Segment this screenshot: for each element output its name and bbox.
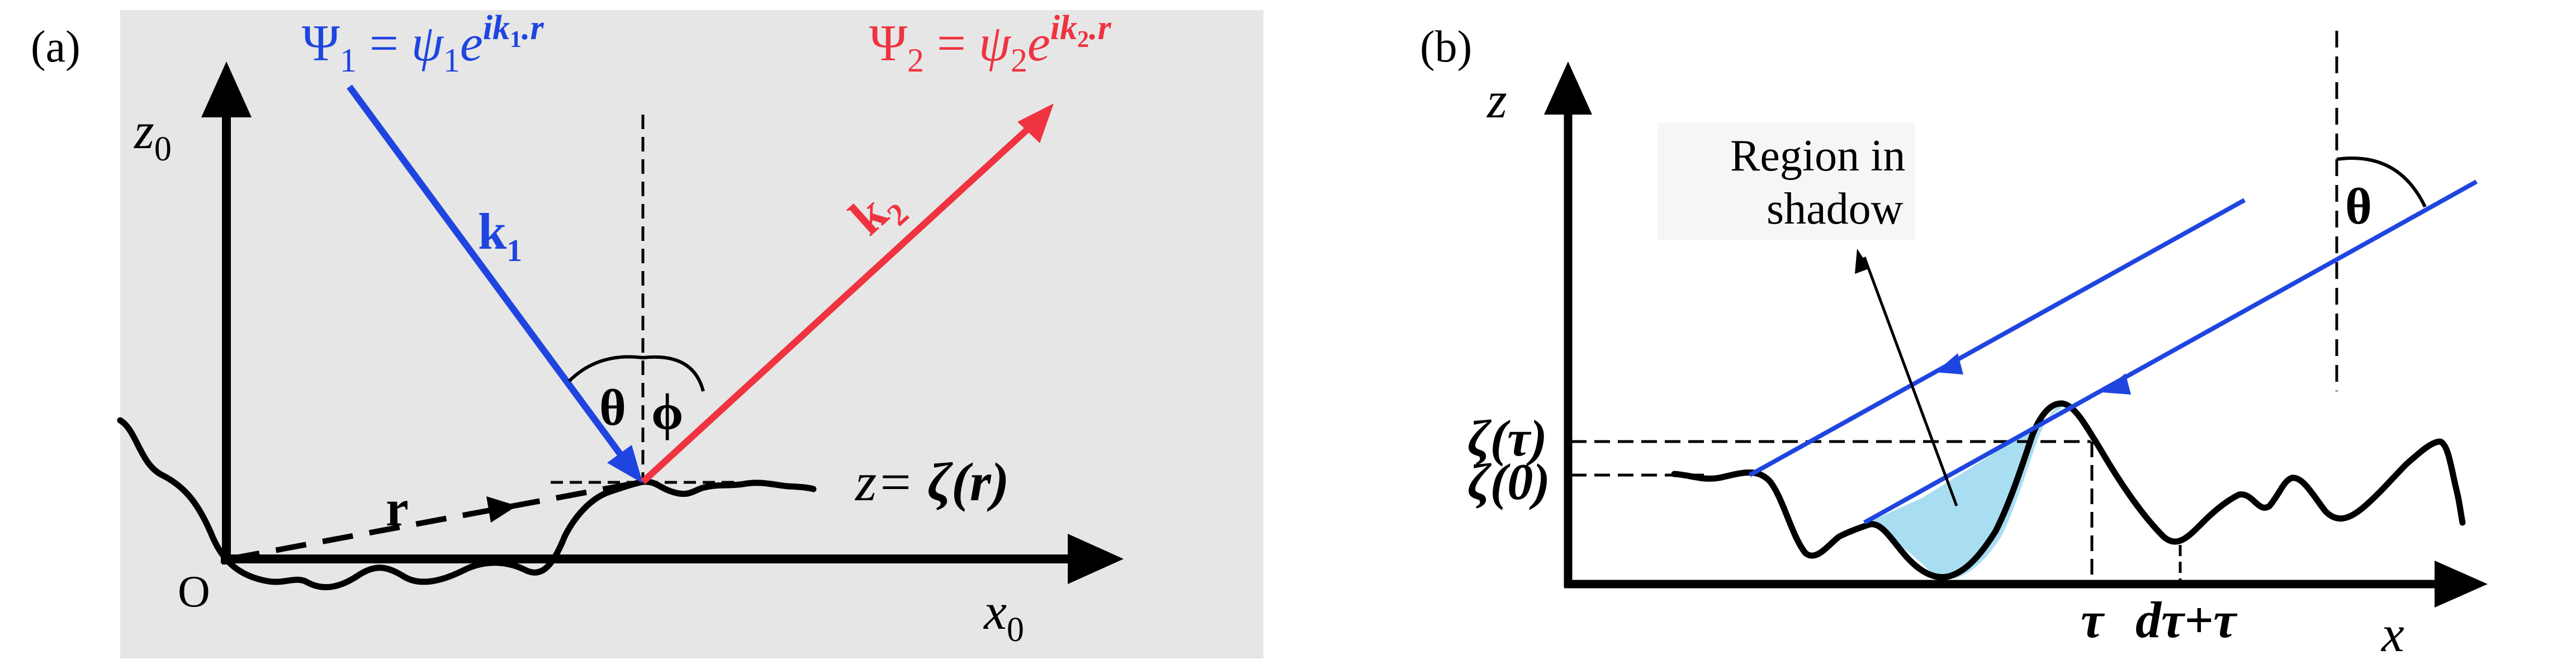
x-axis-arrowhead (2435, 561, 2488, 608)
zeta-0-label: ζ(0) (1467, 453, 1550, 510)
region-label-background (1658, 123, 1915, 240)
theta-label: θ (599, 379, 626, 436)
panel-b-letter: (b) (1420, 22, 1472, 72)
z-axis-label: z (1486, 72, 1507, 129)
x-axis-label: x (2380, 605, 2404, 662)
shadow-ray-lower-arrowhead (2102, 373, 2131, 395)
panel-b: (b) z x θ Region in shadow ζ(τ) (1420, 22, 2488, 662)
rough-surface (117, 417, 817, 591)
incident-ray-k1 (347, 84, 626, 461)
region-label-line1: Region in (1730, 131, 1905, 181)
phi-arc (642, 355, 705, 392)
shadow-region (1867, 403, 2069, 579)
panel-a: (a) z0 x0 O r k1 k2 (31, 9, 1263, 658)
region-pointer-line (1863, 257, 1958, 506)
phi-label: ϕ (651, 383, 683, 440)
theta-label-b: θ (2345, 178, 2372, 235)
z-axis-arrowhead (1544, 61, 1592, 115)
region-pointer-arrowhead (1855, 249, 1870, 274)
psi1-equation: Ψ1 = ψ1eik1.r (302, 9, 544, 79)
position-vector-r-arrowhead (486, 496, 517, 523)
shadow-ray-upper-arrowhead (1935, 353, 1963, 374)
surface-equation: z= ζ(r) (854, 452, 1009, 513)
r-label: r (386, 480, 409, 537)
scattered-ray-k2 (640, 123, 1034, 485)
dtau-label: dτ+τ (2135, 591, 2238, 648)
x0-axis-arrowhead (1068, 534, 1124, 584)
position-vector-r (229, 479, 643, 562)
scattered-ray-k2-arrowhead (1017, 103, 1054, 143)
theta-arc (567, 355, 643, 383)
theta-arc-b (2336, 156, 2427, 208)
panel-a-letter: (a) (31, 22, 80, 72)
z0-axis-label: z0 (133, 102, 172, 168)
shadow-ray-lower (1863, 179, 2478, 525)
shadow-ray-upper (1749, 198, 2246, 477)
region-label-line2: shadow (1767, 184, 1903, 234)
incident-ray-k1-arrowhead (607, 445, 643, 483)
k1-label: k1 (478, 203, 522, 268)
rough-surface-b (1671, 400, 2466, 581)
z0-axis-arrowhead (201, 61, 252, 117)
tau-label: τ (2081, 591, 2105, 648)
zeta-tau-label: ζ(τ) (1467, 410, 1547, 467)
psi2-equation: Ψ2 = ψ2eik2.r (869, 9, 1112, 79)
x0-axis-label: x0 (983, 583, 1024, 649)
origin-label: O (178, 567, 210, 616)
